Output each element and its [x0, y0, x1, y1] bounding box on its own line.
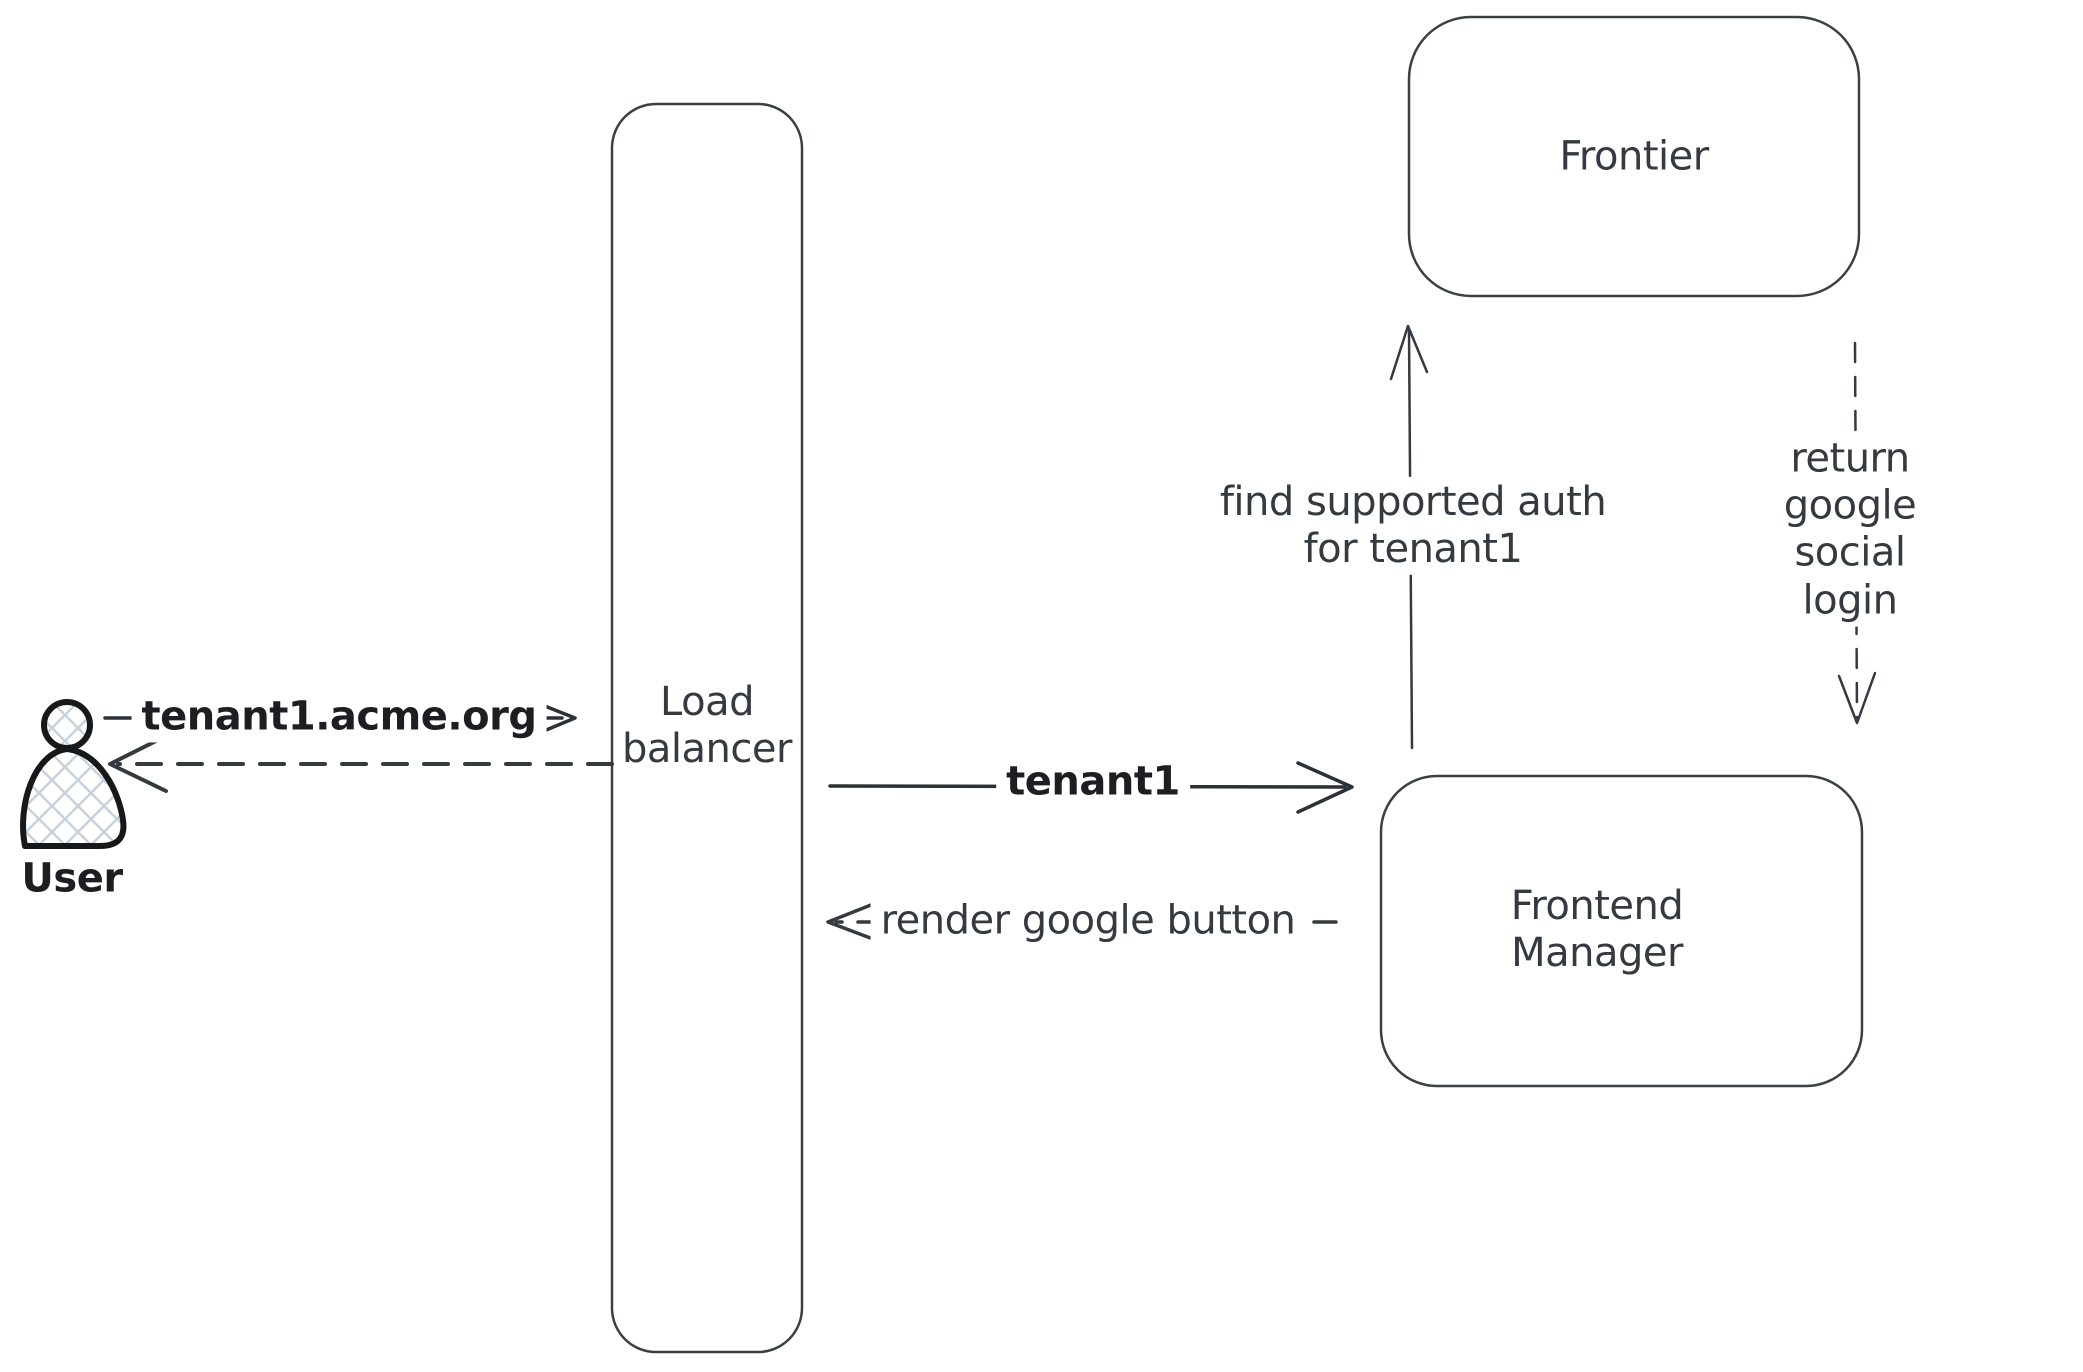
user-head — [41, 699, 93, 751]
edge-label-tenant1-acme-org: tenant1.acme.org — [131, 691, 547, 743]
arrowhead-left-icon — [826, 899, 883, 944]
arrowhead-right-icon — [1296, 761, 1354, 814]
user-label: User — [21, 855, 123, 902]
edge-label-return-google-social-login: return google social login — [1733, 433, 1967, 627]
frontend-manager-label: Frontend Manager — [1510, 882, 1684, 976]
edge-label-tenant1: tenant1 — [996, 756, 1190, 808]
frontier-label: Frontier — [1559, 133, 1709, 180]
load-balancer-label: Load balancer — [622, 678, 792, 772]
arrowhead-up-icon — [1389, 324, 1429, 381]
edge-label-find-supported-auth: find supported auth for tenant1 — [1209, 476, 1617, 576]
user-body — [20, 746, 127, 849]
edge-lb-to-user — [108, 734, 614, 793]
user-icon — [20, 699, 127, 849]
arrowhead-down-icon — [1837, 671, 1877, 725]
frontier-node — [1407, 15, 1861, 298]
edge-label-render-google-button: render google button — [870, 895, 1306, 947]
frontend-manager-node — [1379, 774, 1864, 1088]
arrowhead-left-icon — [108, 734, 168, 793]
load-balancer-node — [610, 102, 804, 1354]
